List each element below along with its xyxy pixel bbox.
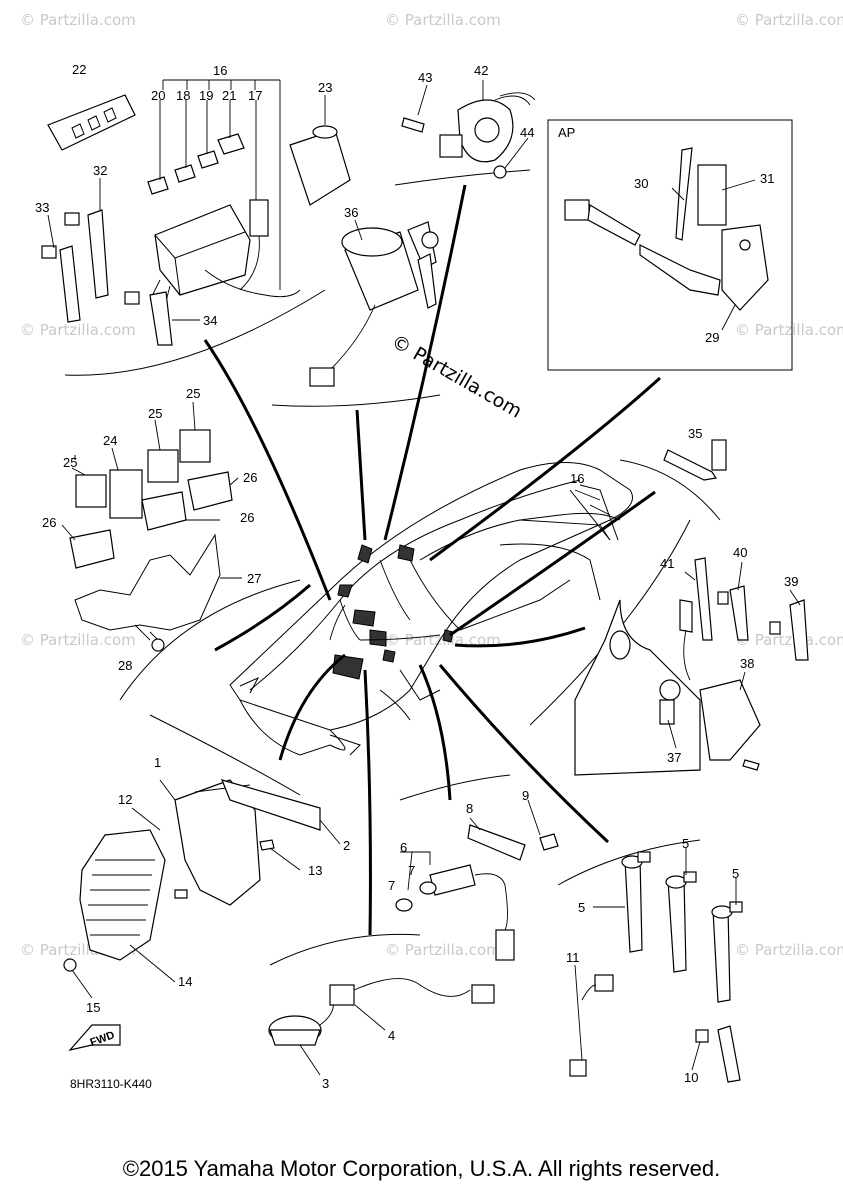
callout-39: 39	[784, 574, 798, 589]
ignition-coil-group	[569, 848, 743, 1083]
ecu-group	[63, 779, 341, 1051]
callout-11: 11	[566, 950, 580, 965]
callout-21: 21	[222, 88, 236, 103]
callout-41: 41	[660, 556, 674, 571]
callout-18: 18	[176, 88, 190, 103]
callout-26: 26	[42, 515, 56, 530]
watermark: © Partzilla.com	[735, 631, 843, 649]
callout-3: 3	[322, 1076, 329, 1091]
callout-12: 12	[118, 792, 132, 807]
callout-40: 40	[733, 545, 747, 560]
callout-2: 2	[343, 838, 350, 853]
callout-26: 26	[243, 470, 257, 485]
callout-16: 16	[570, 471, 584, 486]
callout-25: 25	[148, 406, 162, 421]
callout-16: 16	[213, 63, 227, 78]
ap-parts	[564, 147, 769, 331]
callout-32: 32	[93, 163, 107, 178]
callout-23: 23	[318, 80, 332, 95]
copyright-notice: ©2015 Yamaha Motor Corporation, U.S.A. A…	[122, 1156, 721, 1181]
sensor-top-group	[401, 80, 536, 179]
callout-37: 37	[667, 750, 681, 765]
callout-34: 34	[203, 313, 217, 328]
callout-30: 30	[634, 176, 648, 191]
callout-1: 1	[154, 755, 161, 770]
sensor-bottom-group	[268, 799, 559, 1076]
watermark: © Partzilla.com	[385, 941, 501, 959]
watermark: © Partzilla.com	[735, 941, 843, 959]
callout-29: 29	[705, 330, 719, 345]
callout-15: 15	[86, 1000, 100, 1015]
callout-4: 4	[388, 1028, 395, 1043]
callout-7: 7	[408, 863, 415, 878]
callout-26: 26	[240, 510, 254, 525]
callout-5: 5	[578, 900, 585, 915]
watermark: © Partzilla.com	[20, 321, 136, 339]
callout-5: 5	[732, 866, 739, 881]
callout-5: 5	[682, 836, 689, 851]
callout-6: 6	[400, 840, 407, 855]
callout-13: 13	[308, 863, 322, 878]
callout-42: 42	[474, 63, 488, 78]
watermark: © Partzilla.com	[735, 11, 843, 29]
watermark: © Partzilla.com	[385, 11, 501, 29]
watermark: © Partzilla.com	[735, 321, 843, 339]
callout-22: 22	[72, 62, 86, 77]
diagram-code: 8HR3110-K440	[70, 1077, 152, 1091]
callout-35: 35	[688, 426, 702, 441]
callout-27: 27	[247, 571, 261, 586]
callout-14: 14	[178, 974, 192, 989]
watermark: © Partzilla.com	[20, 11, 136, 29]
main-switch-group	[309, 219, 439, 387]
callout-19: 19	[199, 88, 213, 103]
callout-36: 36	[344, 205, 358, 220]
callout-7: 7	[388, 878, 395, 893]
callout-31: 31	[760, 171, 774, 186]
callout-28: 28	[118, 658, 132, 673]
callout-25: 25	[186, 386, 200, 401]
callout-17: 17	[248, 88, 262, 103]
callout-8: 8	[466, 801, 473, 816]
callout-43: 43	[418, 70, 432, 85]
center-watermark: © Partzilla.com	[388, 330, 526, 422]
callout-44: 44	[520, 125, 534, 140]
hull	[229, 462, 633, 756]
watermark: © Partzilla.com	[20, 631, 136, 649]
callout-25: 25	[63, 455, 77, 470]
callout-24: 24	[103, 433, 117, 448]
callout-9: 9	[522, 788, 529, 803]
relay-group	[61, 401, 242, 652]
ap-label: AP	[558, 125, 575, 140]
callout-10: 10	[684, 1070, 698, 1085]
callouts: 1 2 3 4 5 5 5 6 7 7 8 9 10 11 12 13 14 1…	[35, 62, 798, 1091]
callout-33: 33	[35, 200, 49, 215]
callout-38: 38	[740, 656, 754, 671]
fuse-box-group	[41, 79, 351, 346]
leader-lines	[203, 184, 662, 936]
callout-20: 20	[151, 88, 165, 103]
group-arcs	[64, 169, 721, 966]
ap-box	[547, 119, 793, 371]
bracket-group	[574, 439, 809, 776]
